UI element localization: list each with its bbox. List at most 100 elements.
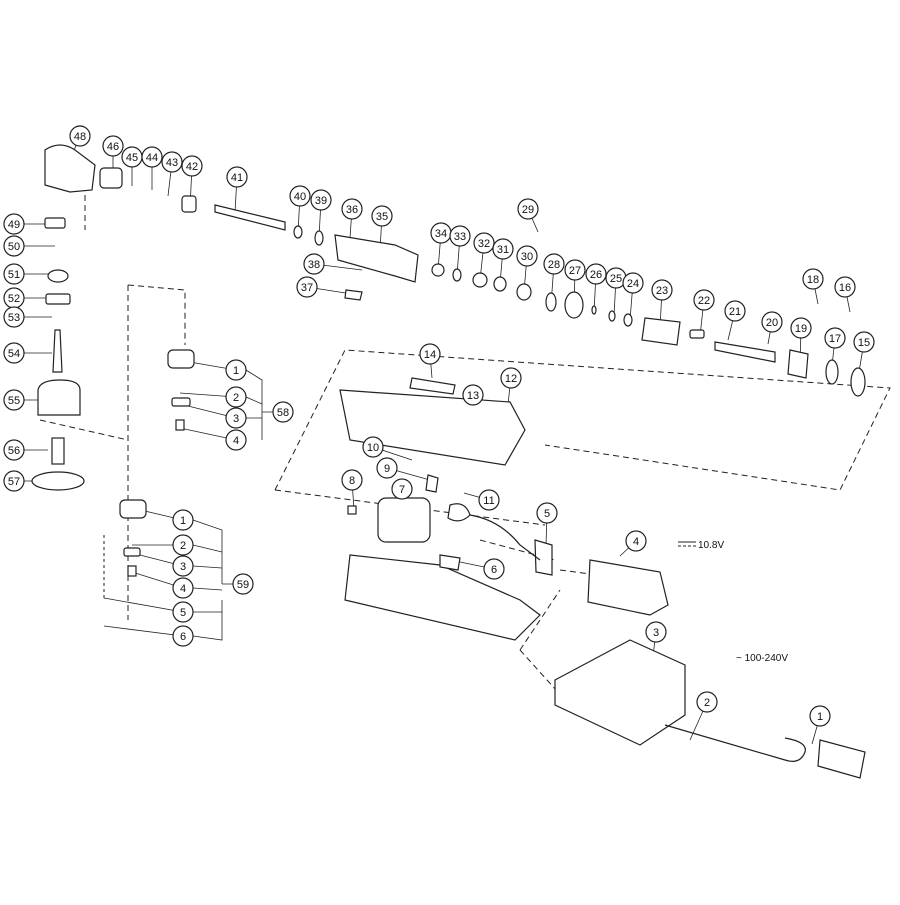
switch-module-outline: [447, 503, 471, 522]
svg-text:40: 40: [294, 191, 306, 203]
callout-part-33: 33: [449, 225, 471, 247]
svg-text:22: 22: [698, 295, 710, 307]
battery-outline: [587, 559, 669, 616]
callout-battery: 4: [625, 530, 647, 552]
svg-text:3: 3: [653, 627, 659, 639]
svg-text:50: 50: [8, 241, 20, 253]
callout-kit58-item-2: 2: [225, 386, 247, 408]
callout-part-17: 17: [824, 327, 846, 349]
callout-part-44: 44: [141, 146, 163, 168]
svg-text:31: 31: [497, 244, 509, 256]
svg-text:56: 56: [8, 445, 20, 457]
stack-sleeve-outline: [51, 437, 65, 465]
svg-text:13: 13: [467, 390, 479, 402]
charger-outline: [554, 639, 686, 746]
callout-part-52: 52: [3, 287, 25, 309]
spacer-outline: [689, 329, 705, 339]
kit59-nut-outline: [127, 565, 137, 577]
callout-part-29: 29: [517, 198, 539, 220]
switch-outline: [439, 554, 461, 571]
svg-text:30: 30: [521, 251, 533, 263]
callout-part-25: 25: [605, 267, 627, 289]
svg-text:45: 45: [126, 152, 138, 164]
bushing-outline: [181, 195, 197, 213]
callout-part-50: 50: [3, 235, 25, 257]
callout-part-26: 26: [585, 263, 607, 285]
svg-text:9: 9: [384, 463, 390, 475]
gear-head-housing-outline: [44, 144, 96, 193]
shaft-part-outline-9: [623, 313, 633, 327]
shaft-part-outline-7: [591, 305, 597, 315]
callout-part-34: 34: [430, 222, 452, 244]
kit58-wheel-outline: [167, 349, 195, 369]
shaft-part-outline-5: [545, 292, 557, 312]
svg-text:53: 53: [8, 312, 20, 324]
callout-body-part-5: 5: [536, 502, 558, 524]
svg-text:49: 49: [8, 219, 20, 231]
callout-kit59-item-1: 1: [172, 509, 194, 531]
callout-part-15: 15: [853, 331, 875, 353]
callout-part-19: 19: [790, 317, 812, 339]
svg-text:38: 38: [308, 259, 320, 271]
callout-part-45: 45: [121, 146, 143, 168]
callout-part-37: 37: [296, 276, 318, 298]
callout-part-30: 30: [516, 245, 538, 267]
callout-part-24: 24: [622, 272, 644, 294]
shaft-part-outline-6: [564, 291, 584, 319]
svg-text:29: 29: [522, 204, 534, 216]
motor-cap-outline: [787, 349, 809, 379]
svg-text:10: 10: [367, 442, 379, 454]
svg-text:3: 3: [233, 413, 239, 425]
svg-text:1: 1: [180, 515, 186, 527]
svg-text:8: 8: [349, 475, 355, 487]
trigger-outline: [425, 474, 439, 493]
svg-text:59: 59: [237, 579, 249, 591]
callout-body-part-10: 10: [362, 436, 384, 458]
stack-pad-outline: [31, 471, 85, 491]
shaft-part-outline-0: [431, 263, 445, 277]
stack-washer-outline: [44, 217, 66, 229]
callout-part-53: 53: [3, 306, 25, 328]
svg-text:32: 32: [478, 238, 490, 250]
bearing-cap-outline: [99, 167, 123, 189]
callout-body-part-9: 9: [376, 457, 398, 479]
svg-text:57: 57: [8, 476, 20, 488]
callout-kit-58: 58: [272, 401, 294, 423]
callout-part-56: 56: [3, 439, 25, 461]
svg-text:1: 1: [817, 711, 823, 723]
callout-part-18: 18: [802, 268, 824, 290]
callout-part-41: 41: [226, 166, 248, 188]
callout-part-23: 23: [651, 279, 673, 301]
plug-outline: [817, 739, 866, 779]
callout-body-part-11: 11: [478, 489, 500, 511]
svg-text:21: 21: [729, 306, 741, 318]
callout-part-43: 43: [161, 151, 183, 173]
svg-text:18: 18: [807, 274, 819, 286]
charger-input-voltage-label: ~ 100-240V: [736, 653, 788, 664]
svg-text:2: 2: [704, 697, 710, 709]
kit59-washer-outline: [123, 547, 141, 557]
svg-text:16: 16: [839, 282, 851, 294]
callout-kit58-item-1: 1: [225, 359, 247, 381]
callout-body-part-6: 6: [483, 558, 505, 580]
gear-cup-outline: [641, 317, 681, 346]
motor-shaft-outline: [714, 341, 776, 363]
callout-part-46: 46: [102, 135, 124, 157]
callout-part-49: 49: [3, 213, 25, 235]
svg-text:26: 26: [590, 269, 602, 281]
shaft-part-outline-1: [452, 268, 462, 282]
svg-text:5: 5: [544, 508, 550, 520]
svg-text:3: 3: [180, 561, 186, 573]
svg-text:6: 6: [491, 564, 497, 576]
svg-text:4: 4: [633, 536, 639, 548]
svg-text:54: 54: [8, 348, 20, 360]
callout-body-part-7: 7: [391, 478, 413, 500]
svg-text:58: 58: [277, 407, 289, 419]
callout-charger-part-3: 3: [645, 621, 667, 643]
callout-part-54: 54: [3, 342, 25, 364]
kit58-washer-outline: [171, 397, 191, 407]
callout-part-48: 48: [69, 125, 91, 147]
cord-outline: [664, 724, 806, 762]
svg-text:2: 2: [233, 392, 239, 404]
